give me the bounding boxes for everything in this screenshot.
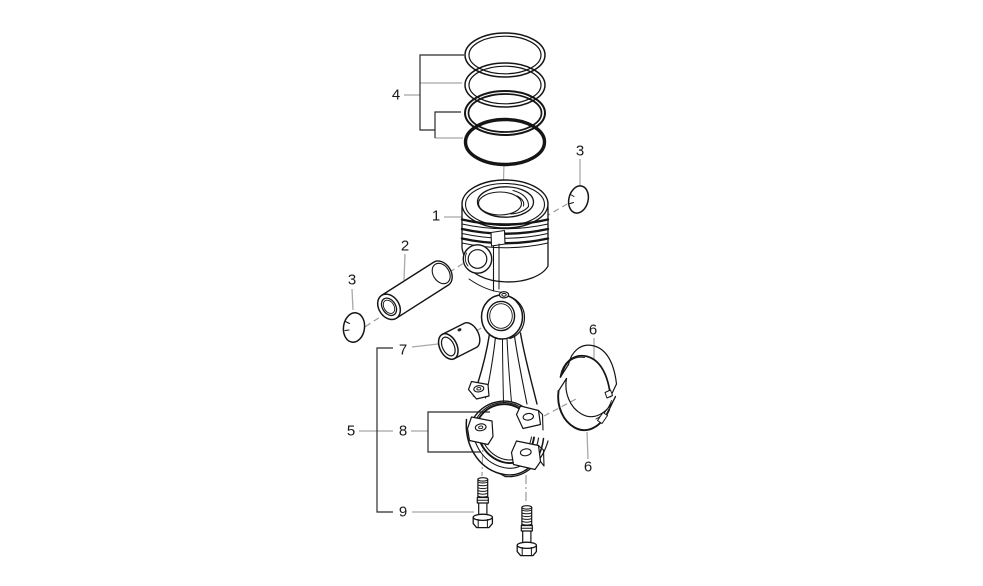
callout-big-end-bearing: 8 — [398, 422, 408, 440]
callout-small-end-bushing: 7 — [398, 341, 408, 359]
callout-bearing-shell-lower: 6 — [583, 458, 593, 476]
rod-bolt-right — [516, 505, 538, 557]
snap-ring-left — [342, 312, 366, 343]
callout-piston: 1 — [431, 207, 441, 225]
rod-big-end-upper — [467, 380, 544, 436]
callout-brackets — [376, 54, 490, 513]
bearing-shell-lower — [557, 377, 617, 432]
piston-rings — [463, 32, 547, 167]
small-end-bushing — [437, 322, 481, 361]
piston-pin — [376, 260, 453, 321]
bearing-cap — [465, 416, 549, 478]
rod-small-end — [480, 291, 526, 340]
callout-piston-ring-set: 4 — [391, 86, 401, 104]
callout-piston-pin: 2 — [400, 237, 410, 255]
piston — [460, 179, 550, 293]
callout-snap-ring-right: 3 — [575, 142, 585, 160]
callout-rod-bolts: 9 — [398, 503, 408, 521]
callout-rod-assembly: 5 — [346, 422, 356, 440]
bearing-shell-upper — [559, 344, 618, 399]
snap-ring-right — [567, 185, 590, 214]
callout-bearing-shell-upper: 6 — [588, 321, 598, 339]
rod-bolt-left — [472, 477, 494, 529]
callout-snap-ring-left: 3 — [347, 271, 357, 289]
